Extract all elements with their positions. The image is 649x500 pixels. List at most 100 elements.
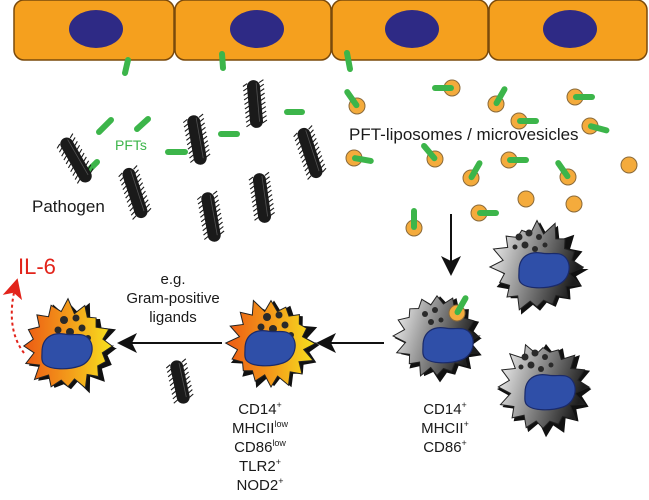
pathogen-ligand (165, 358, 194, 404)
pft-liposome (555, 160, 577, 186)
pft-liposome (432, 79, 461, 97)
pathogen (248, 171, 275, 223)
pft-liposome (448, 295, 469, 322)
marker-name: NOD2 (236, 477, 279, 494)
pft-liposome (470, 204, 499, 222)
macrophage-orange (22, 297, 117, 394)
vesicle-dot (275, 311, 283, 319)
vesicle-dot (422, 311, 428, 317)
pft-liposome (565, 195, 583, 213)
vesicle-dot (527, 361, 535, 369)
ligand-note: e.g. Gram-positive ligands (110, 270, 236, 327)
pft-liposome (566, 88, 595, 106)
marker-line: CD86low (215, 438, 305, 457)
epithelial-cell (331, 0, 489, 61)
cell-nucleus (543, 10, 597, 48)
pft-rod (134, 116, 151, 132)
vesicle-dot (257, 323, 265, 331)
marker-level: + (463, 419, 469, 429)
vesicle-dot (281, 321, 289, 329)
marker-name: CD86 (423, 439, 462, 456)
pft-liposome (487, 86, 508, 113)
marker-level: + (461, 438, 467, 448)
marker-name: CD86 (234, 439, 273, 456)
ligand-note-line: e.g. (160, 271, 186, 288)
macrophage-nucleus (244, 330, 296, 367)
marker-name: CD14 (238, 401, 277, 418)
marker-line: MHCII+ (400, 419, 490, 438)
macrophage-orange (224, 299, 320, 389)
marker-name: TLR2 (239, 458, 276, 475)
marker-name: MHCII (421, 420, 464, 437)
pathogen (182, 113, 211, 165)
marker-line: CD14+ (400, 400, 490, 419)
vesicle-dot (521, 353, 529, 361)
markers-right: CD14+MHCII+CD86+ (400, 400, 490, 457)
vesicle-dot (438, 317, 444, 323)
vesicle-dot (532, 246, 538, 252)
pft-liposome (500, 151, 529, 169)
vesicle-dot (72, 314, 80, 322)
il6-secretion-arrow (2, 278, 25, 354)
marker-level: + (461, 400, 467, 410)
pathogen (165, 358, 194, 404)
macrophage-nucleus (518, 252, 570, 289)
pft-liposome (517, 190, 535, 208)
pft-liposome (345, 149, 374, 167)
marker-line: MHCIIlow (215, 419, 305, 438)
marker-name: CD14 (423, 401, 462, 418)
cell-nucleus (385, 10, 439, 48)
vesicle-dot (512, 244, 518, 250)
vesicle-dot (515, 233, 523, 241)
vesicle-dot (263, 313, 271, 321)
vesicle-dot (538, 366, 544, 372)
ligand-note-line: ligands (149, 309, 197, 326)
pft-liposome (421, 142, 444, 168)
macrophage-nucleus (422, 327, 474, 364)
pft-liposome (620, 156, 638, 174)
epithelial-cell (174, 0, 332, 61)
epithelial-layer (13, 0, 648, 61)
marker-line: CD86+ (400, 438, 490, 457)
cell-nucleus (230, 10, 284, 48)
pft-liposome (462, 160, 483, 187)
marker-level: + (276, 400, 282, 410)
pft-liposome (581, 117, 610, 135)
macrophage-grey (497, 343, 592, 438)
vesicle-dot (60, 316, 68, 324)
macrophage-grey (488, 219, 589, 315)
pathogen-label: Pathogen (32, 197, 105, 216)
pft-toxins (84, 50, 353, 175)
vesicle-dot (536, 234, 542, 240)
pft-liposome (405, 208, 423, 237)
vesicle-dot (518, 364, 524, 370)
pathogens (56, 79, 327, 242)
marker-line: NOD2+ (215, 476, 305, 495)
pfts-label: PFTs (115, 137, 147, 153)
vesicle-dot (542, 242, 548, 248)
pathogen (118, 165, 152, 220)
vesicle-dot (548, 362, 554, 368)
pathogen (242, 79, 268, 128)
il6-label: IL-6 (18, 254, 56, 279)
macrophage-nucleus (524, 374, 576, 411)
epithelial-cell (488, 0, 648, 61)
vesicle-dot (525, 229, 533, 237)
macrophage-nucleus (41, 333, 93, 370)
pft-rod (344, 50, 353, 72)
pft-liposome (510, 112, 539, 130)
pathogen (196, 190, 225, 242)
pft-liposomes (344, 79, 638, 237)
epithelial-cell (13, 0, 175, 61)
pft-liposomes-label: PFT-liposomes / microvesicles (349, 125, 579, 144)
marker-level: low (272, 438, 286, 448)
marker-level: + (278, 476, 284, 486)
pft-liposome (344, 89, 366, 115)
marker-level: + (275, 457, 281, 467)
marker-level: low (274, 419, 288, 429)
vesicle-dot (432, 307, 438, 313)
vesicle-dot (531, 349, 539, 357)
pathogen (293, 125, 327, 180)
pft-rod (96, 117, 114, 135)
